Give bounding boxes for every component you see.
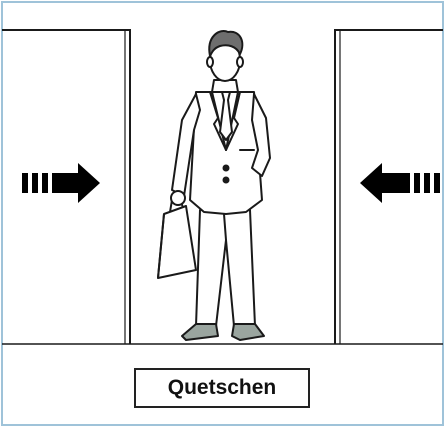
left-hand (171, 191, 185, 205)
caption-label: Quetschen (134, 368, 310, 408)
